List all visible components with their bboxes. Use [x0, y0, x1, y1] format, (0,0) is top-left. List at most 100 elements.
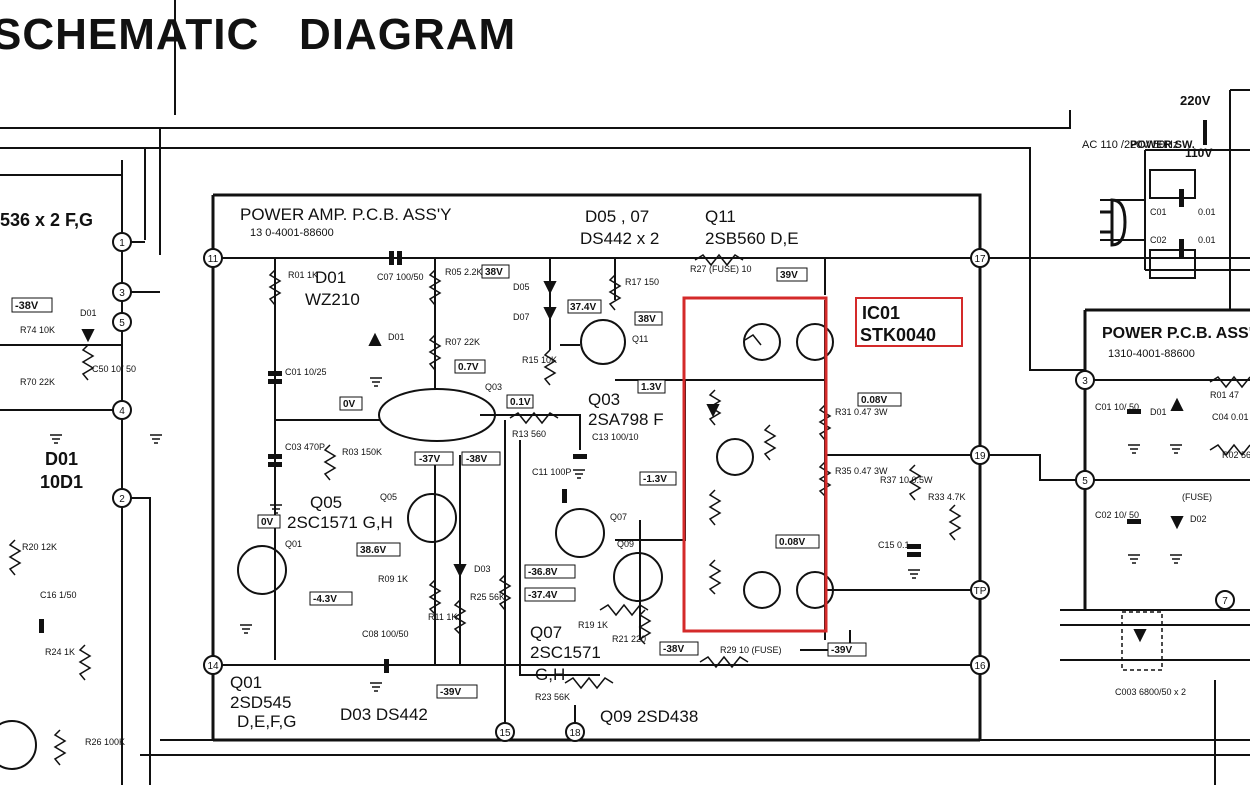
- voltage-labels: 38V 37.4V 38V 0.7V 1.3V 0V 0.1V -37V -38…: [257, 264, 902, 699]
- part-label: C13 100/10: [592, 432, 639, 442]
- capacitor-c11: [562, 489, 567, 503]
- q11-type: 2SB560 D,E: [705, 229, 799, 248]
- part-label: R15 10K: [522, 355, 557, 365]
- capacitor-c08: [384, 659, 389, 673]
- part-label: (FUSE): [1182, 492, 1212, 502]
- ps-component-labels: C01 10/ 50 D01 R01 47 C04 0.01 R02 560 (…: [1095, 390, 1250, 697]
- terminal-label: 7: [1222, 596, 1228, 607]
- transistor-ic-4: [743, 571, 781, 609]
- resistor-r23: [564, 676, 614, 690]
- ac-label: AC 110 /220V 50Hz: [1082, 139, 1178, 151]
- terminal-label: 4: [119, 406, 125, 417]
- voltage-label: 1.3V: [641, 382, 662, 393]
- resistor-r07: [428, 334, 442, 371]
- d01-label: D01: [315, 268, 346, 287]
- terminal-5: [112, 312, 132, 332]
- transistor-q07: [555, 508, 605, 558]
- terminal-labels: 1 3 5 4 2 11 14 15 18 17 19 TP 16 3 5 7: [119, 238, 1228, 739]
- terminal-label: 5: [119, 318, 125, 329]
- voltage-label: -4.3V: [313, 594, 337, 605]
- part-label: D01: [1150, 407, 1167, 417]
- capacitor-c01b: [268, 379, 282, 384]
- resistor-r11: [453, 599, 467, 635]
- capacitor-c15: [907, 544, 921, 549]
- capacitor-c07: [389, 251, 394, 265]
- ic01-highlight-box: [682, 296, 828, 633]
- terminal-label: 1: [119, 238, 125, 249]
- part-label: R13 560: [512, 429, 546, 439]
- part-label: Q05: [380, 492, 397, 502]
- voltage-label: -37.4V: [528, 590, 558, 601]
- left-voltage-box: [11, 297, 53, 313]
- q05-label: Q05: [310, 493, 342, 512]
- part-label: R37 10 0.5W: [880, 475, 933, 485]
- part-label: R05 2.2K: [445, 267, 483, 277]
- left-voltage: -38V: [15, 300, 39, 312]
- ac-plug: [1100, 198, 1127, 247]
- part-label: R07 22K: [445, 337, 480, 347]
- terminal-7: [1215, 590, 1235, 610]
- q01-label: Q01: [230, 673, 262, 692]
- part-label: D05: [513, 282, 530, 292]
- resistor-r25: [498, 574, 512, 611]
- part-c16: C16 1/50: [40, 590, 77, 600]
- part-r70: R70 22K: [20, 377, 55, 387]
- sw-c02: C02: [1150, 235, 1167, 245]
- terminals: [112, 232, 1235, 742]
- q07-rank: G,H: [535, 665, 565, 684]
- part-label: R23 56K: [535, 692, 570, 702]
- bridge-diode: [1133, 629, 1147, 643]
- part-label: R21 220: [612, 634, 646, 644]
- part-label: Q07: [610, 512, 627, 522]
- voltage-label: -36.8V: [528, 567, 558, 578]
- part-label: R01 47: [1210, 390, 1239, 400]
- capacitor-c02-sw: [1179, 239, 1184, 257]
- part-c50: C50 10/ 50: [92, 364, 136, 374]
- part-r24: R24 1K: [45, 647, 75, 657]
- power-pcb-title: POWER P.C.B. ASS'Y: [1102, 325, 1250, 342]
- resistor-ic-e: [744, 334, 762, 346]
- part-label: R09 1K: [378, 574, 408, 584]
- resistor-r02: [1209, 443, 1250, 457]
- capacitor-c02-ps: [1127, 519, 1141, 524]
- d05-type: DS442 x 2: [580, 229, 659, 248]
- part-label: Q01: [285, 539, 302, 549]
- resistor-r27: [694, 253, 744, 267]
- part-label: R11 1K: [428, 612, 457, 622]
- part-label: D07: [513, 312, 530, 322]
- terminal-label: TP: [974, 586, 987, 597]
- part-label: R31 0.47 3W: [835, 407, 888, 417]
- part-label: C03 470P: [285, 442, 325, 452]
- terminal-label: 14: [207, 661, 219, 672]
- capacitor-c01: [268, 371, 282, 376]
- ic01-type: STK0040: [860, 325, 936, 345]
- part-r26: R26 100K: [85, 737, 125, 747]
- resistor-r01b: [1209, 375, 1250, 389]
- part-label: C15 0.1: [878, 540, 910, 550]
- resistor-ic-b: [708, 489, 722, 526]
- diode-d03: [453, 564, 467, 578]
- power-switch: [1149, 120, 1207, 279]
- part-d01-left: D01: [80, 308, 97, 318]
- diode-ic: [706, 404, 720, 418]
- transistor-q05: [407, 493, 457, 543]
- part-label: D01: [388, 332, 405, 342]
- diode-d05: [543, 281, 557, 295]
- left-d01-label: D01: [45, 449, 78, 469]
- resistor-r03: [323, 444, 337, 481]
- q03-type: 2SA798 F: [588, 410, 664, 429]
- diode-d01-ps: [1170, 397, 1184, 411]
- terminal-4: [112, 400, 132, 420]
- terminal-3: [112, 282, 132, 302]
- part-label: C08 100/50: [362, 629, 409, 639]
- diode-d02-ps: [1170, 516, 1184, 530]
- resistor-r17: [608, 274, 622, 311]
- voltage-label: -37V: [419, 454, 440, 465]
- resistor-r24: [78, 644, 92, 681]
- ground-symbols: [50, 377, 1182, 692]
- capacitor-c13: [573, 454, 587, 459]
- voltage-label: 0.7V: [458, 362, 479, 373]
- d01-type: WZ210: [305, 290, 360, 309]
